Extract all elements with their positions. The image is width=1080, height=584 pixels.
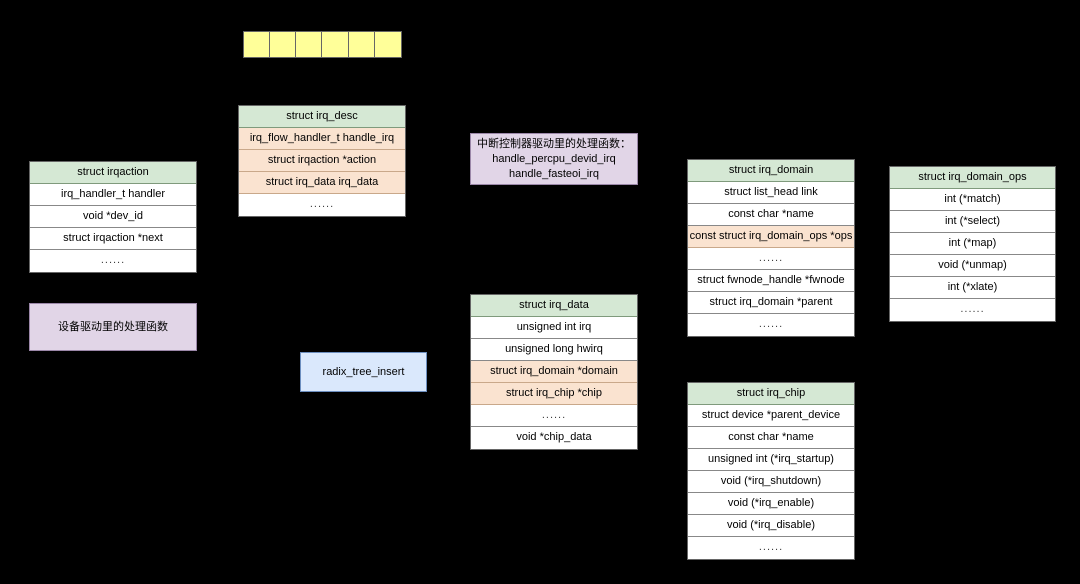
struct-field-row[interactable]: irq_handler_t handler <box>30 184 196 206</box>
irq-desc-array-cell[interactable] <box>374 32 401 57</box>
struct-field-row[interactable]: unsigned long hwirq <box>471 339 637 361</box>
irq-desc-array-cell[interactable] <box>270 32 297 57</box>
struct-field-row[interactable]: int (*match) <box>890 189 1055 211</box>
struct-field-row[interactable]: void (*irq_shutdown) <box>688 471 854 493</box>
struct-field-row[interactable]: const char *name <box>688 204 854 226</box>
struct-field-row[interactable]: unsigned int (*irq_startup) <box>688 449 854 471</box>
struct-field-row[interactable]: int (*map) <box>890 233 1055 255</box>
struct-field-row[interactable]: void *dev_id <box>30 206 196 228</box>
irq-desc-array-cell[interactable] <box>348 32 375 57</box>
struct-field-row[interactable]: ...... <box>688 537 854 559</box>
struct-field-row[interactable]: ...... <box>890 299 1055 321</box>
struct-field-row[interactable]: unsigned int irq <box>471 317 637 339</box>
struct-field-row[interactable]: ...... <box>239 194 405 216</box>
note-device-driver-handler: 设备驱动里的处理函数 <box>29 303 197 351</box>
struct-field-row[interactable]: struct irq_domain *parent <box>688 292 854 314</box>
irq-desc-array-cell[interactable] <box>322 32 349 57</box>
struct-field-row[interactable]: struct irqaction *action <box>239 150 405 172</box>
struct-field-row[interactable]: const struct irq_domain_ops *ops <box>688 226 854 248</box>
struct-field-row[interactable]: struct fwnode_handle *fwnode <box>688 270 854 292</box>
struct-field-row[interactable]: struct list_head link <box>688 182 854 204</box>
struct-field-row[interactable]: struct irq_data irq_data <box>239 172 405 194</box>
struct-field-row[interactable]: struct irqaction *next <box>30 228 196 250</box>
struct-title-irq-domain: struct irq_domain <box>688 160 854 182</box>
note-radix-tree-insert: radix_tree_insert <box>300 352 427 392</box>
struct-field-row[interactable]: void (*unmap) <box>890 255 1055 277</box>
struct-field-row[interactable]: struct irq_chip *chip <box>471 383 637 405</box>
struct-field-row[interactable]: int (*select) <box>890 211 1055 233</box>
struct-field-row[interactable]: ...... <box>688 248 854 270</box>
struct-title-irq-domain-ops: struct irq_domain_ops <box>890 167 1055 189</box>
struct-field-row[interactable]: int (*xlate) <box>890 277 1055 299</box>
struct-field-row[interactable]: void (*irq_enable) <box>688 493 854 515</box>
struct-field-row[interactable]: struct device *parent_device <box>688 405 854 427</box>
struct-field-row[interactable]: ...... <box>471 405 637 427</box>
struct-field-row[interactable]: ...... <box>30 250 196 272</box>
irq-desc-array <box>243 31 402 58</box>
struct-field-row[interactable]: ...... <box>688 314 854 336</box>
irq-desc-array-cell[interactable] <box>244 32 271 57</box>
struct-field-row[interactable]: const char *name <box>688 427 854 449</box>
irq-desc-array-cell[interactable] <box>296 32 323 57</box>
struct-field-row[interactable]: struct irq_domain *domain <box>471 361 637 383</box>
struct-field-row[interactable]: void (*irq_disable) <box>688 515 854 537</box>
struct-title-irq-data: struct irq_data <box>471 295 637 317</box>
struct-title-irq-chip: struct irq_chip <box>688 383 854 405</box>
struct-field-row[interactable]: irq_flow_handler_t handle_irq <box>239 128 405 150</box>
struct-field-row[interactable]: void *chip_data <box>471 427 637 449</box>
note-irq-controller-handler: 中断控制器驱动里的处理函数： handle_percpu_devid_irq h… <box>470 133 638 185</box>
struct-title-irqaction: struct irqaction <box>30 162 196 184</box>
struct-title-irq-desc: struct irq_desc <box>239 106 405 128</box>
